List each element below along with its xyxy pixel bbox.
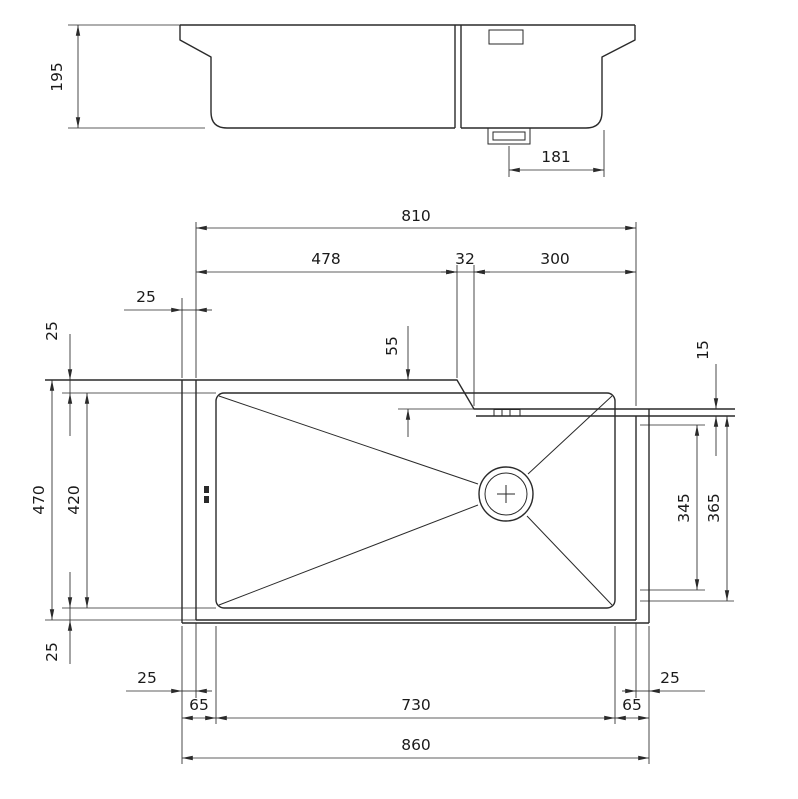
dim-bowl-inset-right-label: 65 — [622, 696, 642, 714]
dim-bowl-depth-label: 420 — [65, 485, 83, 515]
drain-circle-outer — [478, 466, 534, 522]
drain-outlet-inner — [492, 131, 526, 141]
drain-center-cross-icon — [497, 485, 515, 503]
plan-view-dimensions: 810 478 32 300 25 25 55 15 470 420 — [30, 207, 734, 764]
dim-side-drain-to-edge-label: 181 — [541, 148, 571, 166]
dim-cutout-width-label: 810 — [401, 207, 431, 225]
dim-overall-width-label: 860 — [401, 736, 431, 754]
dim-cutout-step-label: 32 — [455, 250, 475, 268]
tap-hole — [488, 29, 524, 45]
dim-ledge-drop-label: 55 — [383, 336, 401, 356]
dim-drain-span-inner-label: 345 — [675, 493, 693, 523]
dim-bowl-inset-left-label: 65 — [189, 696, 209, 714]
overflow-slot-ribs — [501, 410, 511, 416]
dim-rim-inset-bottom-label: 25 — [43, 642, 61, 662]
dim-cutout-right-label: 300 — [540, 250, 570, 268]
overflow-slot — [493, 409, 521, 417]
rim-clip-bottom — [204, 496, 209, 503]
dim-rim-inset-left-label: 25 — [136, 288, 156, 306]
dim-side-depth-label: 195 — [48, 62, 66, 92]
dim-rim-inset-bottom-right-label: 25 — [660, 669, 680, 687]
dim-bowl-width-label: 730 — [401, 696, 431, 714]
side-extension-lines — [68, 24, 605, 177]
dim-rim-inset-bottom-left-label: 25 — [137, 669, 157, 687]
bowl-outline — [215, 392, 616, 609]
rim-clip-top — [204, 486, 209, 493]
side-view-outline — [179, 24, 636, 129]
dim-cutout-left-label: 478 — [311, 250, 341, 268]
dim-rim-inset-top-label: 25 — [43, 321, 61, 341]
plan-extension-lines — [45, 222, 734, 764]
side-view — [179, 24, 636, 145]
bowl-base-creases — [218, 395, 613, 606]
dim-ledge-edge-gap-label: 15 — [694, 340, 712, 360]
dim-overall-depth-label: 470 — [30, 485, 48, 515]
drain-circle-inner — [484, 472, 528, 516]
plan-outline — [45, 379, 735, 624]
dim-drain-span-outer-label: 365 — [705, 493, 723, 523]
side-view-dimensions: 195 181 — [48, 24, 605, 177]
plan-view — [45, 379, 735, 624]
drain-outlet — [487, 127, 531, 145]
